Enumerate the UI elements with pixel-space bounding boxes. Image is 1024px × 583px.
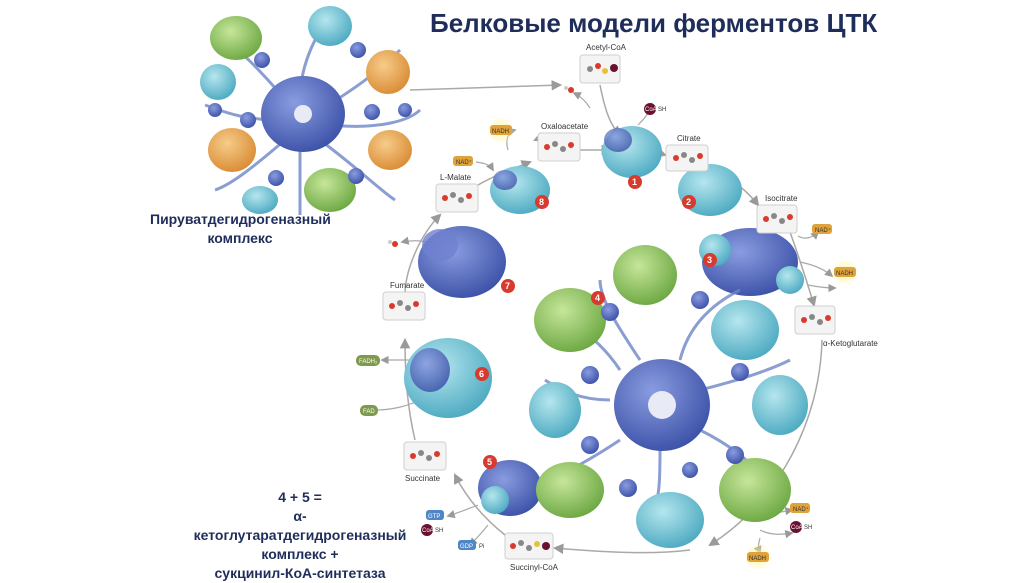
label-acetyl-coa: Acetyl-CoA [586, 43, 627, 52]
molecule-glyphs [388, 63, 831, 551]
pdh-caption: Пируватдегидрогеназный комплекс [150, 210, 331, 248]
step-1: 1 [632, 177, 637, 187]
akg-caption: 4 + 5 = α-кетоглутаратдегидрогеназный ко… [190, 488, 410, 583]
akgdh-complex-graphic [529, 245, 808, 548]
cycle-arrows [399, 84, 823, 554]
coa-label-succinate: CoA [422, 528, 434, 534]
step-4: 4 [595, 293, 600, 303]
coa-label-citrate: CoA [645, 107, 657, 113]
step-5: 5 [487, 457, 492, 467]
pdh-to-acetyl-arrow [409, 80, 563, 91]
akg-caption-line-2: α-кетоглутаратдегидрогеназный [193, 508, 407, 543]
pdh-complex-graphic [200, 6, 422, 215]
pdh-caption-line-1: Пируватдегидрогеназный [150, 211, 331, 227]
pi-label: Pi [479, 544, 484, 550]
metabolite-boxes [382, 54, 836, 560]
fadh2-badge [356, 355, 380, 366]
nad-badge-isocitrate [812, 224, 832, 234]
step-badges [475, 175, 717, 469]
gtp-label: GTP [428, 514, 440, 520]
gtp-badge [426, 510, 444, 520]
label-ketoglutarate: α-Ketoglutarate [823, 339, 878, 348]
page-title: Белковые модели ферментов ЦТК [430, 8, 878, 38]
label-succinate: Succinate [405, 474, 441, 483]
label-oxaloacetate: Oxaloacetate [541, 122, 589, 131]
gdp-label: GDP [460, 544, 473, 550]
nadh-label-isocitrate: NADH [836, 271, 853, 277]
enzyme-citrate-synthase [602, 126, 662, 178]
label-isocitrate: Isocitrate [765, 194, 798, 203]
gdp-badge [458, 540, 476, 550]
label-citrate: Citrate [677, 134, 701, 143]
nadh-badge-top [490, 125, 512, 135]
nad-label-akg: NAD⁺ [793, 506, 809, 513]
coa-badge-akg [790, 521, 802, 533]
coa-label-akg: CoA [791, 525, 803, 531]
nad-label-malate: NAD⁺ [456, 159, 472, 166]
akg-caption-line-1: 4 + 5 = [278, 489, 322, 505]
coa-sh-label-succinate: SH [435, 528, 443, 534]
nad-badge-malate [453, 156, 473, 166]
step-6: 6 [479, 369, 484, 379]
coa-sh-label-akg: SH [804, 525, 812, 531]
coa-sh-label-citrate: SH [658, 107, 666, 113]
nad-badge-akg [790, 503, 810, 513]
label-fumarate: Fumarate [390, 281, 425, 290]
step-2: 2 [686, 197, 691, 207]
fadh2-label: FADH₂ [359, 359, 378, 365]
enzyme-succinyl-coa-synthetase [478, 460, 542, 516]
step-3: 3 [707, 255, 712, 265]
nadh-label-top: NADH [492, 129, 509, 135]
step-8: 8 [539, 197, 544, 207]
enzyme-fumarase [418, 226, 506, 298]
nadh-badge-akg [747, 552, 769, 562]
nad-label-isocitrate: NAD⁺ [815, 227, 831, 234]
pdh-caption-line-2: комплекс [207, 230, 273, 246]
fad-label: FAD [363, 409, 375, 415]
enzyme-succinate-dehydrogenase [404, 338, 492, 418]
label-succinyl-coa: Succinyl-CoA [510, 563, 559, 572]
nadh-label-akg: NADH [749, 556, 766, 562]
nadh-badge-isocitrate [834, 267, 856, 277]
coa-badge-citrate [644, 103, 656, 115]
coa-badge-succinate [421, 524, 433, 536]
label-malate: L-Malate [440, 173, 472, 182]
fad-badge [360, 405, 378, 416]
akg-caption-line-3: комплекс + [261, 546, 339, 562]
step-7: 7 [505, 281, 510, 291]
